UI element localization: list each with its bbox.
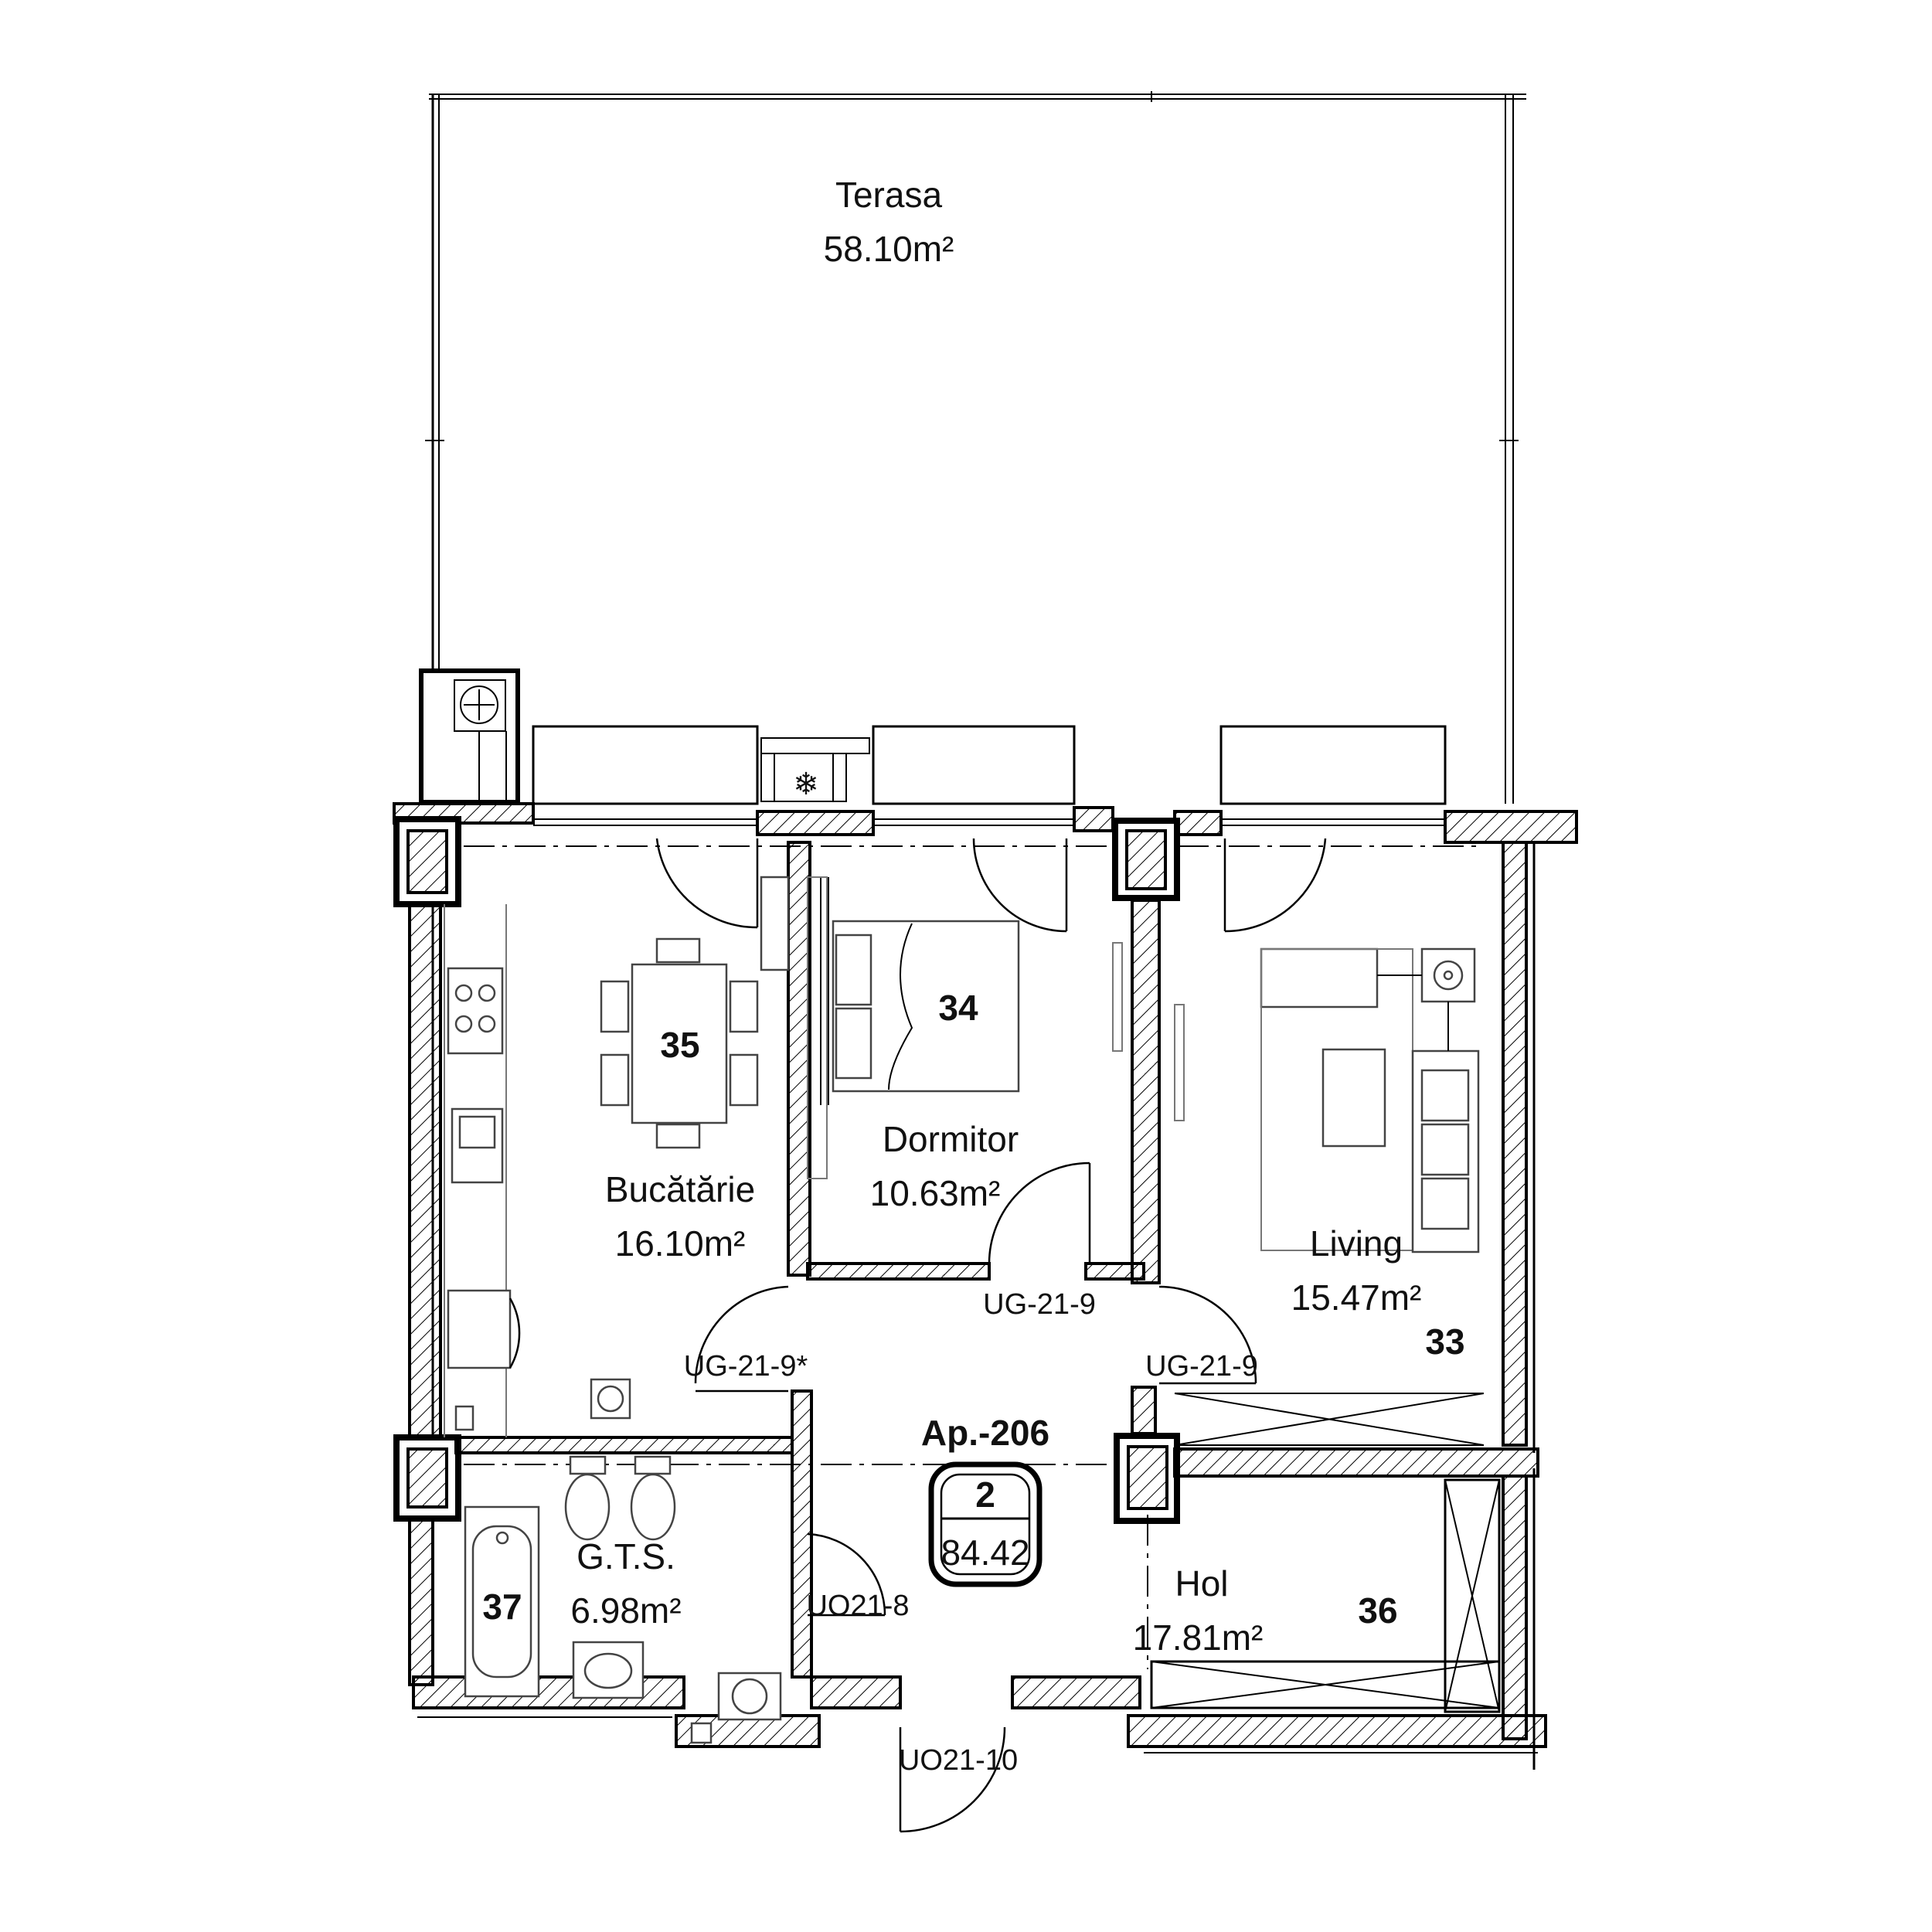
- bedroom-furniture: [807, 876, 1020, 1179]
- bedroom-name: Dormitor: [883, 1119, 1019, 1159]
- apartment-name: Ap.-206: [921, 1413, 1049, 1453]
- hall-number: 36: [1358, 1590, 1397, 1631]
- apartment-tag: Ap.-206 2 84.42: [921, 1413, 1049, 1587]
- living-area: 15.47m²: [1291, 1277, 1422, 1318]
- living-name: Living: [1310, 1223, 1403, 1264]
- entrance-door-code: UO21-10: [899, 1744, 1018, 1777]
- interior-walls: [454, 818, 1539, 1713]
- terrace-area: 58.10m²: [824, 229, 954, 269]
- apartment-rooms-count: 2: [975, 1475, 995, 1515]
- living-number: 33: [1425, 1321, 1464, 1362]
- kitchen-furniture: [444, 876, 790, 1437]
- doors: [655, 838, 1327, 1833]
- room-labels: 35 Bucătărie 16.10m² 34 Dormitor 10.63m²…: [482, 988, 1464, 1658]
- living-furniture: [1112, 942, 1480, 1253]
- kitchen-name: Bucătărie: [605, 1169, 755, 1209]
- hall-name: Hol: [1175, 1563, 1228, 1604]
- bathroom-name: G.T.S.: [577, 1536, 675, 1577]
- bedroom-area: 10.63m²: [870, 1173, 1001, 1213]
- bathroom-area: 6.98m²: [570, 1590, 681, 1631]
- terrace: ❄ Terasa 58.10m²: [419, 91, 1526, 805]
- living-door-code: UG-21-9: [1145, 1350, 1258, 1383]
- bathroom-number: 37: [482, 1587, 522, 1627]
- bathroom-furniture: [464, 1455, 782, 1744]
- terrace-name: Terasa: [835, 175, 942, 215]
- kitchen-number: 35: [660, 1025, 699, 1065]
- kitchen-area: 16.10m²: [615, 1223, 746, 1264]
- bedroom-door-code: UG-21-9: [983, 1288, 1096, 1321]
- apartment-badge: [928, 1461, 1043, 1587]
- kitchen-door-code: UG-21-9*: [684, 1350, 808, 1383]
- bedroom-number: 34: [938, 988, 978, 1028]
- bathroom-door-code: UO21-8: [806, 1590, 909, 1622]
- ac-unit-icon: ❄: [793, 767, 819, 801]
- hall-area: 17.81m²: [1133, 1617, 1264, 1658]
- door-code-labels: UG-21-9* UG-21-9 UG-21-9 UO21-8 UO21-10: [684, 1288, 1258, 1777]
- apartment-total-area: 84.42: [940, 1532, 1029, 1573]
